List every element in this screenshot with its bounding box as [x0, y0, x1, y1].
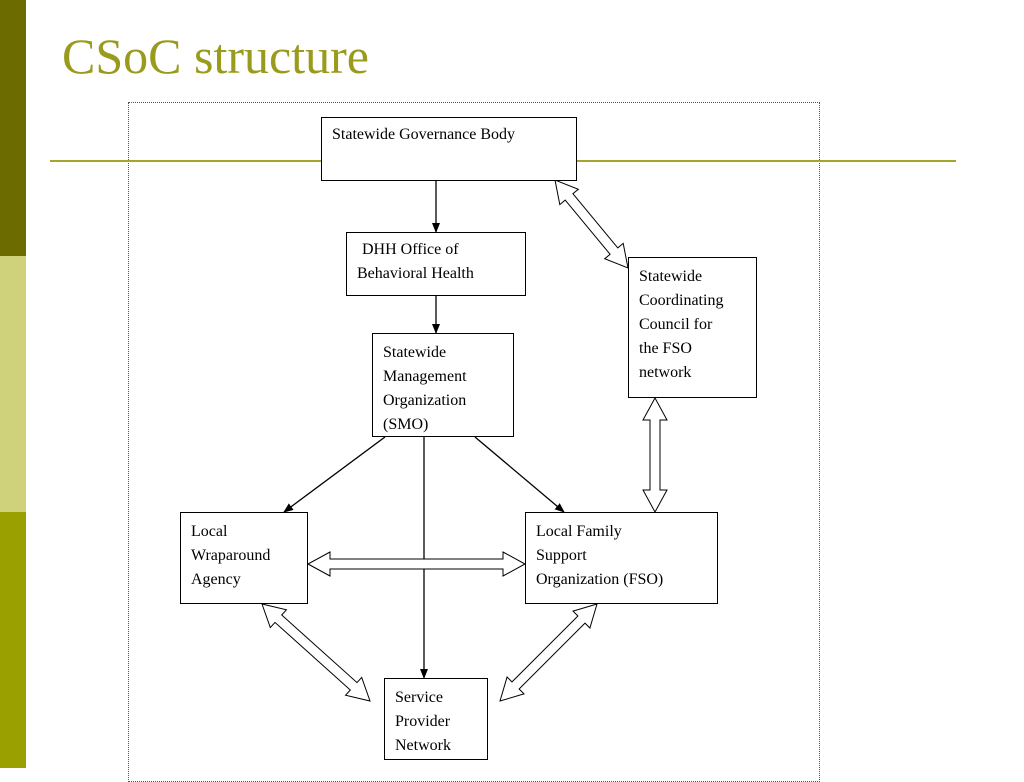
node-label-line: Wraparound	[191, 547, 271, 564]
node-local-family-support-organization: Local Family Support Organization (FSO)	[525, 512, 718, 604]
node-local-wraparound-agency: Local Wraparound Agency	[180, 512, 308, 604]
slide-title: CSoC structure	[62, 28, 369, 84]
sidebar-stripe-top	[0, 0, 26, 256]
arrow-smo-to-fso	[474, 436, 565, 513]
double-arrow-fso-provider	[499, 603, 598, 702]
node-label-line: Provider	[395, 713, 451, 730]
node-label-line: Coordinating	[639, 292, 724, 309]
node-service-provider-network: Service Provider Network	[384, 678, 488, 760]
node-label-line: Behavioral Health	[357, 265, 474, 282]
node-label-line: Statewide	[639, 268, 703, 285]
double-arrow-council-fso	[642, 396, 668, 514]
sidebar-stripe-bottom	[0, 512, 26, 768]
node-label-line: DHH Office of	[362, 241, 459, 258]
node-statewide-governance-body: Statewide Governance Body	[321, 117, 577, 181]
node-dhh-office-behavioral-health: DHH Office of Behavioral Health	[346, 232, 526, 296]
node-label-line: Support	[536, 547, 587, 564]
sidebar-stripe-middle	[0, 256, 26, 512]
node-label-line: Network	[395, 737, 451, 754]
node-statewide-coordinating-council: Statewide Coordinating Council for the F…	[628, 257, 757, 398]
node-label-line: the FSO	[639, 340, 692, 357]
node-label-line: Statewide Governance Body	[332, 126, 516, 143]
node-label-line: Council for	[639, 316, 713, 333]
node-label-line: Local Family	[536, 523, 622, 540]
double-arrow-wraparound-fso	[306, 551, 527, 577]
node-label-line: Organization	[383, 392, 467, 409]
double-arrow-wraparound-provider	[261, 603, 371, 702]
node-label-line: Organization (FSO)	[536, 571, 664, 588]
double-arrow-governance-council	[554, 179, 629, 269]
node-statewide-management-organization: Statewide Management Organization (SMO)	[372, 333, 514, 437]
arrow-smo-to-wraparound	[283, 436, 386, 513]
node-label-line: Agency	[191, 571, 241, 588]
node-label-line: Service	[395, 689, 443, 706]
node-label-line: Management	[383, 368, 467, 385]
node-label-line: (SMO)	[383, 416, 429, 433]
node-label-line: network	[639, 364, 692, 381]
node-label-line: Statewide	[383, 344, 447, 361]
node-label-line: Local	[191, 523, 228, 540]
